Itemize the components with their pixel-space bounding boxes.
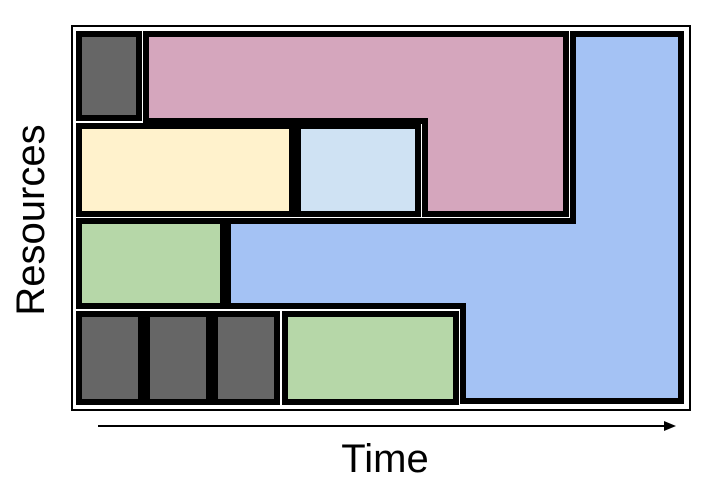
time-arrow-head [664, 421, 676, 431]
diagram-frame [71, 25, 691, 411]
block-gray-bottom-3 [212, 311, 280, 405]
block-pink-l [143, 31, 569, 217]
block-light-blue [295, 123, 421, 217]
block-blue-l [225, 31, 684, 404]
x-axis-label: Time [341, 437, 428, 481]
block-gray-bottom-1 [76, 311, 144, 405]
block-group [76, 31, 684, 405]
block-green-mid [76, 218, 226, 309]
block-gray-bottom-2 [144, 311, 212, 405]
y-axis-label: Resources [9, 124, 53, 315]
block-gray-top [76, 31, 142, 121]
block-green-bottom [282, 311, 459, 405]
block-light-yellow [76, 123, 295, 217]
